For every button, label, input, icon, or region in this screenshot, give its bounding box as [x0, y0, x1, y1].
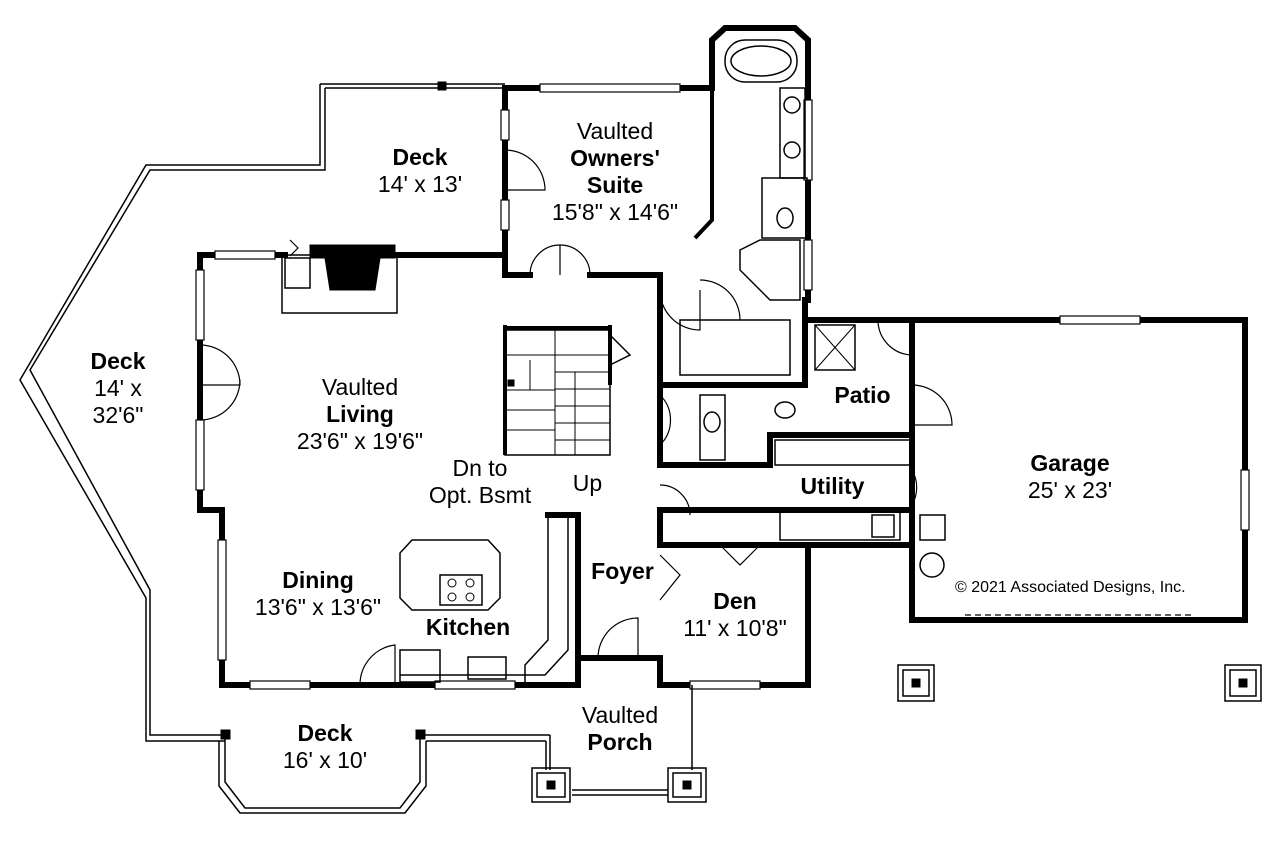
- room-size: 32'6": [92, 402, 144, 429]
- room-prefix: Vaulted: [321, 374, 399, 400]
- room-size: 13'6" x 13'6": [254, 594, 382, 621]
- room-name: Kitchen: [425, 614, 511, 640]
- room-name: Den: [713, 588, 757, 614]
- room-name: Dining: [282, 567, 354, 593]
- deck-bottom-outline: [218, 729, 551, 814]
- room-name: Living: [326, 401, 394, 428]
- room-name: Deck: [90, 348, 146, 374]
- room-prefix: Vaulted: [576, 118, 654, 144]
- deck-left-label: Deck 14' x 32'6": [68, 348, 168, 429]
- room-size: 15'8" x 14'6": [551, 199, 679, 226]
- deck-top-label: Deck 14' x 13': [360, 144, 480, 198]
- room-name: Owners': [570, 145, 660, 172]
- owners-suite-label: Vaulted Owners' Suite 15'8" x 14'6": [535, 118, 695, 227]
- deck-left-outline: [19, 83, 505, 742]
- deck-bottom-label: Deck 16' x 10': [265, 720, 385, 774]
- room-prefix: Vaulted: [581, 702, 659, 728]
- foyer-label: Foyer: [580, 558, 665, 585]
- room-name: Porch: [587, 729, 653, 756]
- kitchen-fixtures: [399, 515, 569, 685]
- utility-label: Utility: [785, 473, 880, 500]
- garage-label: Garage 25' x 23': [1010, 450, 1130, 504]
- stairs-up-label: Up: [565, 470, 610, 497]
- stairs-down-text: Opt. Bsmt: [428, 482, 532, 509]
- patio-label: Patio: [820, 382, 905, 409]
- porch-label: Vaulted Porch: [565, 702, 675, 756]
- stairs-down-text: Dn to: [452, 455, 508, 481]
- room-size: 11' x 10'8": [683, 615, 787, 642]
- stairs: [503, 325, 632, 456]
- copyright-text: © 2021 Associated Designs, Inc.: [955, 579, 1186, 596]
- doors: [199, 149, 953, 686]
- stairs-down-label: Dn to Opt. Bsmt: [420, 455, 540, 509]
- room-size: 23'6" x 19'6": [296, 428, 424, 455]
- dining-label: Dining 13'6" x 13'6": [238, 567, 398, 621]
- living-label: Vaulted Living 23'6" x 19'6": [280, 374, 440, 455]
- room-name: Foyer: [591, 558, 654, 584]
- stairs-up-text: Up: [572, 470, 603, 496]
- room-size: 25' x 23': [1027, 477, 1113, 504]
- room-size: 14' x 13': [377, 171, 463, 198]
- room-name: Suite: [586, 172, 644, 199]
- room-name: Utility: [800, 473, 865, 499]
- fireplace: [281, 244, 398, 314]
- room-name: Deck: [297, 720, 353, 746]
- windows: [195, 83, 1250, 690]
- bath-fixtures: [679, 39, 946, 578]
- porch-structure: [572, 685, 693, 796]
- room-size: 16' x 10': [282, 747, 368, 774]
- room-name: Patio: [834, 382, 891, 408]
- room-name: Deck: [392, 144, 448, 170]
- kitchen-label: Kitchen: [408, 614, 528, 641]
- den-label: Den 11' x 10'8": [670, 588, 800, 642]
- columns: [531, 664, 1262, 803]
- room-size: 14' x: [94, 375, 142, 402]
- room-name: Garage: [1030, 450, 1110, 476]
